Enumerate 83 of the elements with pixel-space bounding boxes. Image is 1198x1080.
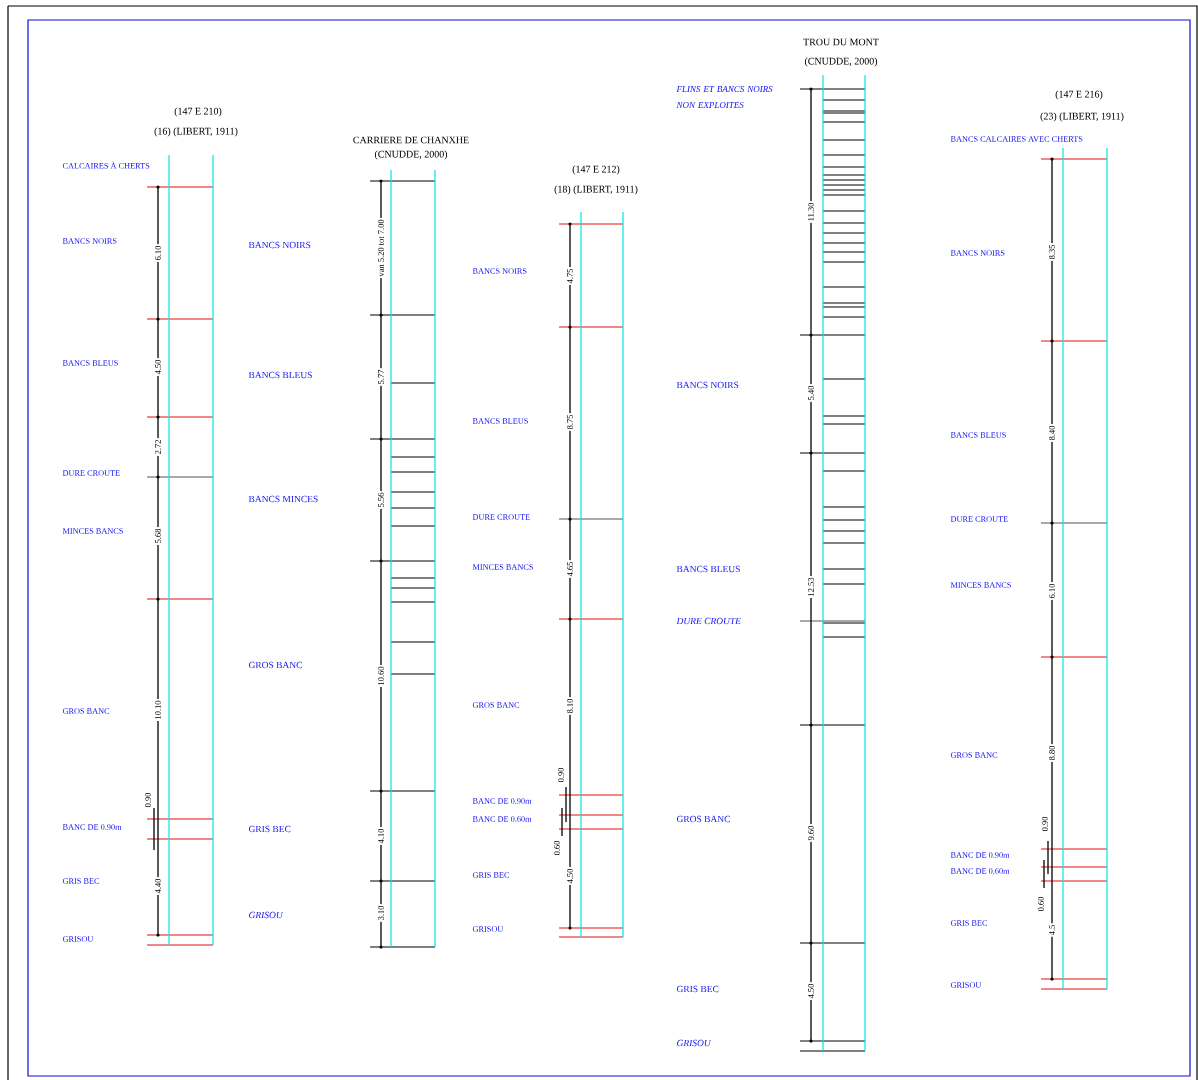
unit-label: BANCS BLEUS <box>62 360 118 366</box>
unit-label: BANCS BLEUS <box>950 432 1006 438</box>
unit-label: FLINS ET BANCS NOIRS NON EXPLOITES <box>676 86 773 108</box>
thickness-label: 0.90 <box>143 791 153 809</box>
thickness-label: 4.40 <box>153 877 163 895</box>
thickness-label: 4.50 <box>153 358 163 376</box>
unit-label: MINCES BANCS <box>472 564 533 570</box>
thickness-label: 10.10 <box>153 698 163 722</box>
unit-label: BANC DE 0.60m <box>950 868 1010 874</box>
column-heading: (147 E 212) <box>572 165 620 175</box>
column-heading: CARRIERE DE CHANXHE <box>353 136 469 144</box>
thickness-label: 8.10 <box>565 697 575 715</box>
thickness-label: 6.10 <box>1047 582 1057 600</box>
thickness-label: 11.30 <box>806 201 816 223</box>
thickness-label: 10.60 <box>376 664 386 688</box>
unit-label: DURE CROUTE <box>62 470 120 476</box>
thickness-label: 8.75 <box>565 413 575 431</box>
unit-label: BANC DE 0.90m <box>472 798 532 804</box>
unit-label: GRISOU <box>249 911 284 919</box>
column-heading: (147 E 210) <box>174 107 222 117</box>
unit-label: BANCS NOIRS <box>950 250 1005 256</box>
column-heading: (16) (LIBERT, 1911) <box>154 127 238 137</box>
thickness-label: 2.72 <box>153 438 163 456</box>
thickness-label: 4.75 <box>565 267 575 285</box>
thickness-label: 4.65 <box>565 560 575 578</box>
thickness-label: 8.40 <box>1047 424 1057 442</box>
unit-label: DURE CROUTE <box>676 617 741 625</box>
unit-label: MINCES BANCS <box>950 582 1011 588</box>
thickness-label: 0.60 <box>552 839 562 857</box>
thickness-label: 0.90 <box>1040 815 1050 833</box>
thickness-label: 8.35 <box>1047 243 1057 261</box>
column-heading: (CNUDDE, 2000) <box>804 57 878 67</box>
unit-label: BANCS BLEUS <box>676 565 740 573</box>
unit-label: GRIS BEC <box>676 985 719 993</box>
thickness-label: 5.56 <box>376 491 386 509</box>
unit-label: GROS BANC <box>950 752 998 758</box>
unit-label: BANCS NOIRS <box>472 268 527 274</box>
unit-label: BANCS BLEUS <box>472 418 528 424</box>
unit-label: BANCS NOIRS <box>248 241 311 249</box>
unit-label: GROS BANC <box>472 702 520 708</box>
thickness-label: van 5.20 tot 7.00 <box>376 217 386 279</box>
thickness-label: 5.68 <box>153 527 163 545</box>
unit-label: BANC DE 0.60m <box>472 816 532 822</box>
thickness-label: 4.50 <box>565 867 575 885</box>
unit-label: CALCAIRES À CHERTS <box>62 161 150 169</box>
column-heading: (18) (LIBERT, 1911) <box>554 185 638 195</box>
thickness-label: 5.77 <box>376 368 386 386</box>
thickness-label: 0.90 <box>556 766 566 784</box>
unit-label: GROS BANC <box>62 708 110 714</box>
unit-label: BANC DE 0.90m <box>950 852 1010 858</box>
unit-label: BANCS NOIRS <box>62 238 117 244</box>
thickness-label: 4.10 <box>376 827 386 845</box>
thickness-label: 4.5 <box>1047 923 1057 937</box>
unit-label: GRISOU <box>62 936 94 942</box>
unit-label: GROS BANC <box>248 661 302 669</box>
unit-label: MINCES BANCS <box>62 528 123 534</box>
unit-label: BANCS MINCES <box>248 495 318 503</box>
thickness-label: 4.50 <box>806 982 816 1000</box>
unit-label: GRISOU <box>950 982 982 988</box>
thickness-label: 6.10 <box>153 244 163 262</box>
unit-label: DURE CROUTE <box>950 516 1008 522</box>
unit-label: BANCS CALCAIRES AVEC CHERTS <box>950 136 1083 142</box>
unit-label: GRISOU <box>677 1039 712 1047</box>
unit-label: GRIS BEC <box>472 872 510 878</box>
unit-label: BANCS BLEUS <box>248 371 312 379</box>
unit-label: GROS BANC <box>676 815 730 823</box>
unit-label: GRIS BEC <box>62 878 100 884</box>
unit-label: BANC DE 0.90m <box>62 824 122 830</box>
thickness-label: 12.53 <box>806 575 816 599</box>
thickness-label: 3.10 <box>376 904 386 922</box>
column-heading: TROU DU MONT <box>803 38 879 46</box>
thickness-label: 5.40 <box>806 384 816 402</box>
unit-label: GRIS BEC <box>950 920 988 926</box>
unit-label: BANCS NOIRS <box>676 381 739 389</box>
unit-label: DURE CROUTE <box>472 514 530 520</box>
thickness-label: 0.60 <box>1036 895 1046 913</box>
thickness-label: 8.80 <box>1047 744 1057 762</box>
column-heading: (147 E 216) <box>1055 90 1103 100</box>
thickness-label: 9.60 <box>806 824 816 842</box>
unit-label: GRISOU <box>472 926 504 932</box>
column-heading: (23) (LIBERT, 1911) <box>1040 112 1124 122</box>
unit-label: GRIS BEC <box>248 825 291 833</box>
column-heading: (CNUDDE, 2000) <box>374 150 448 160</box>
